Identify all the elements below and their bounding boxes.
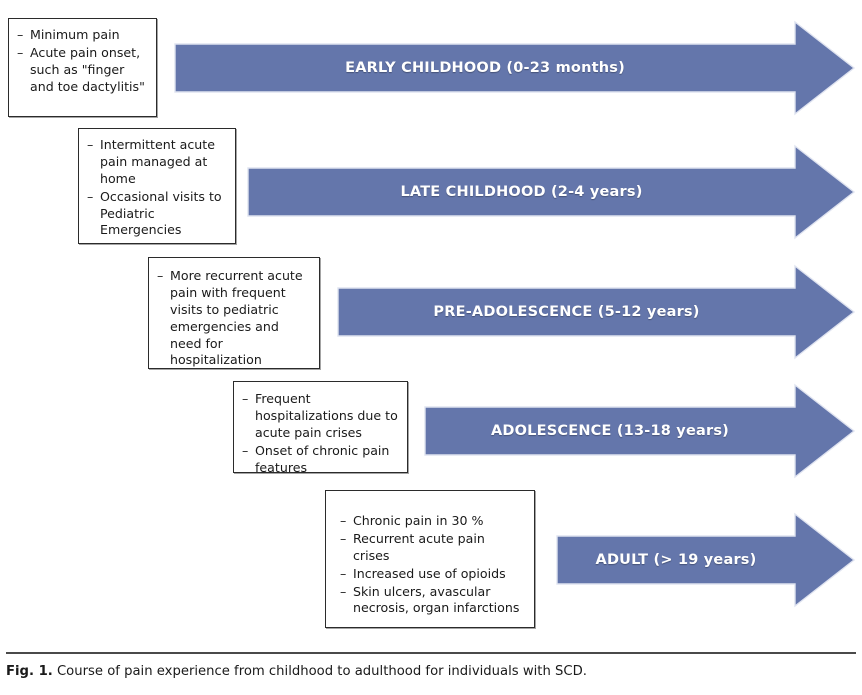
callout-list: Intermittent acute pain managed at home … xyxy=(87,137,226,239)
figure-caption: Fig. 1. Course of pain experience from c… xyxy=(6,663,856,681)
arrow-pre-adolescence: PRE-ADOLESCENCE (5-12 years) xyxy=(337,264,856,360)
arrow-late-childhood: LATE CHILDHOOD (2-4 years) xyxy=(247,144,856,240)
list-item: Increased use of opioids xyxy=(340,566,525,583)
list-item: Minimum pain xyxy=(17,27,147,44)
callout-early-childhood: Minimum pain Acute pain onset, such as "… xyxy=(8,18,157,117)
callout-list: Minimum pain Acute pain onset, such as "… xyxy=(17,27,147,96)
callout-late-childhood: Intermittent acute pain managed at home … xyxy=(78,128,236,244)
callout-adolescence: Frequent hospitalizations due to acute p… xyxy=(233,381,408,476)
list-item: Frequent hospitalizations due to acute p… xyxy=(242,391,398,442)
list-item: Intermittent acute pain managed at home xyxy=(87,137,226,188)
list-item: Skin ulcers, avascular necrosis, organ i… xyxy=(340,584,525,618)
callout-list: Frequent hospitalizations due to acute p… xyxy=(242,391,398,476)
list-item: Recurrent acute pain crises xyxy=(340,531,525,565)
arrow-early-childhood: EARLY CHILDHOOD (0-23 months) xyxy=(174,20,856,116)
timeline-diagram: EARLY CHILDHOOD (0-23 months) LATE CHILD… xyxy=(0,0,862,640)
list-item: Occasional visits to Pediatric Emergenci… xyxy=(87,189,226,240)
callout-list: More recurrent acute pain with frequent … xyxy=(157,268,310,369)
arrow-adult: ADULT (> 19 years) xyxy=(556,512,856,608)
caption-divider xyxy=(6,652,856,654)
callout-adult: Chronic pain in 30 % Recurrent acute pai… xyxy=(325,490,535,628)
callout-list: Chronic pain in 30 % Recurrent acute pai… xyxy=(340,513,525,617)
list-item: More recurrent acute pain with frequent … xyxy=(157,268,310,369)
list-item: Onset of chronic pain features xyxy=(242,443,398,477)
figure-number: Fig. 1. xyxy=(6,664,53,679)
figure-caption-text: Course of pain experience from childhood… xyxy=(56,664,587,679)
list-item: Acute pain onset, such as "finger and to… xyxy=(17,45,147,96)
arrow-adolescence: ADOLESCENCE (13-18 years) xyxy=(424,383,856,479)
list-item: Chronic pain in 30 % xyxy=(340,513,525,530)
callout-pre-adolescence: More recurrent acute pain with frequent … xyxy=(148,257,320,369)
